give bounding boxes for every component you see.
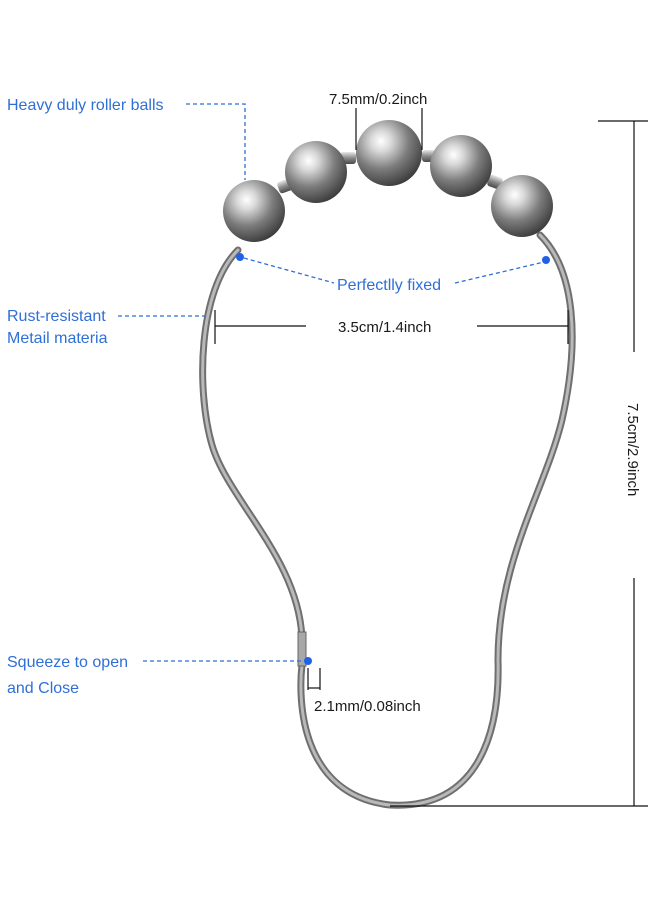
roller-ball <box>430 135 492 197</box>
label-roller-balls: Heavy duly roller balls <box>7 97 164 114</box>
marker-dot-left <box>236 253 244 261</box>
marker-dot-opening <box>304 657 312 665</box>
roller-ball <box>491 175 553 237</box>
roller-ball <box>356 120 422 186</box>
roller-balls <box>223 120 553 242</box>
roller-ball <box>285 141 347 203</box>
hook-wire <box>199 231 576 809</box>
roller-ball <box>223 180 285 242</box>
label-metal-material: Metail materia <box>7 330 108 347</box>
dimension-lines <box>214 108 648 807</box>
dim-width: 3.5cm/1.4inch <box>338 319 431 336</box>
hook-opening <box>297 631 321 690</box>
label-perfectly-fixed: Perfectlly fixed <box>337 277 441 294</box>
dim-height: 7.5cm/2.9inch <box>624 403 641 496</box>
marker-dot-right <box>542 256 550 264</box>
label-and-close: and Close <box>7 680 79 697</box>
annotation-leaders <box>118 103 545 662</box>
dim-wire: 2.1mm/0.08inch <box>314 698 421 715</box>
dim-ball-gap: 7.5mm/0.2inch <box>329 91 427 108</box>
label-rust-resistant: Rust-resistant <box>7 308 106 325</box>
label-squeeze-open: Squeeze to open <box>7 654 128 671</box>
